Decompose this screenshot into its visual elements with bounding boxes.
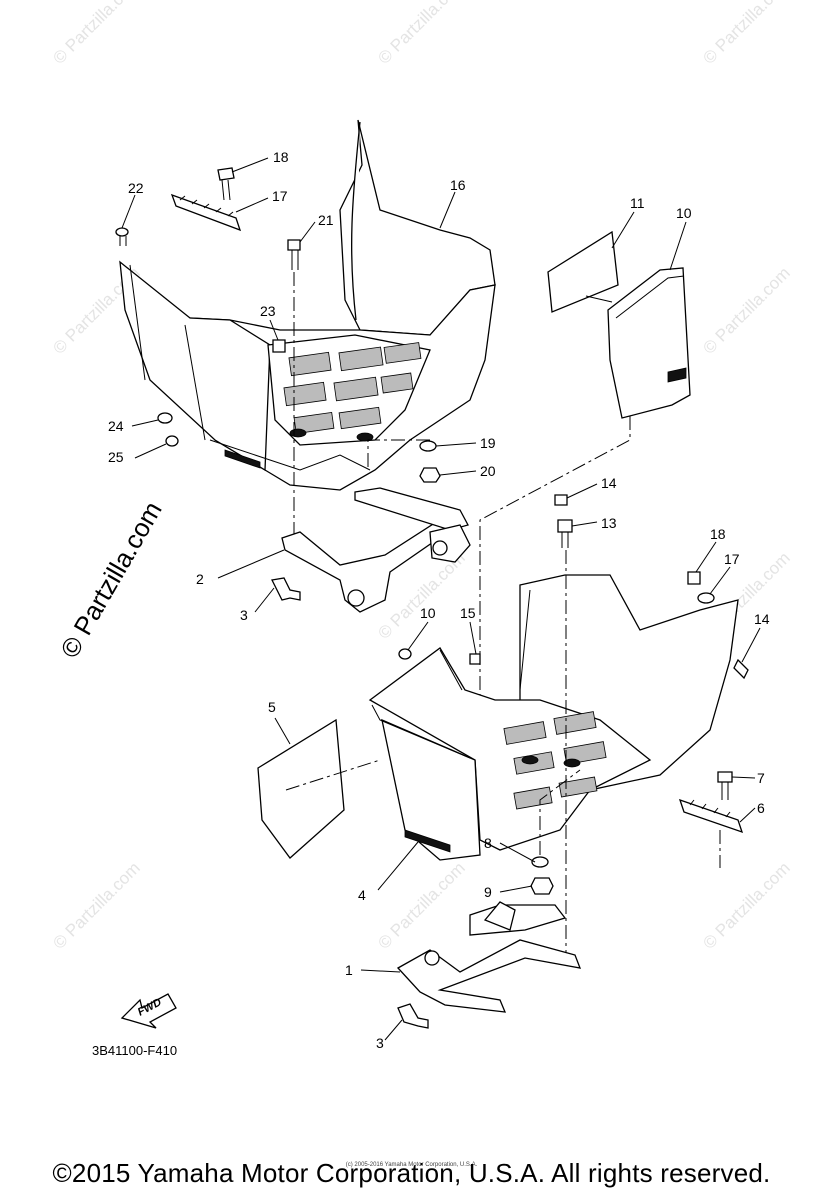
watermark: © Partzilla.com — [699, 263, 793, 357]
lower-bracket-1 — [396, 901, 582, 1029]
callout-23: 21 — [318, 212, 334, 228]
copyright-footer: ©2015 Yamaha Motor Corporation, U.S.A. A… — [52, 1158, 771, 1188]
callout-20: 18 — [273, 149, 289, 165]
decal-sheet-5 — [257, 718, 345, 859]
watermark: © Partzilla.com — [374, 858, 468, 952]
callout-18: 16 — [450, 177, 466, 193]
lower-floor-tread — [503, 711, 607, 810]
callout-4: 4 — [358, 887, 366, 903]
upper-hardware — [115, 167, 441, 545]
callout-7: 7 — [757, 770, 765, 786]
lower-footboard-assembly — [257, 574, 739, 861]
lower-hardware — [398, 494, 749, 965]
callout-14-top: 14 — [601, 475, 617, 491]
callout-3-upper: 3 — [240, 607, 248, 623]
callout-26: 24 — [108, 418, 124, 434]
callout-19: 17 — [272, 188, 288, 204]
callout-13: 13 — [601, 515, 617, 531]
watermark: © Partzilla.com — [49, 0, 143, 68]
callout-10: 10 — [420, 605, 436, 621]
callout-25: 23 — [260, 303, 276, 319]
callout-11: 10 — [676, 205, 692, 221]
small-credit-text: (c) 2005-2016 Yamaha Motor Corporation, … — [345, 1162, 478, 1168]
callout-21: 19 — [480, 435, 496, 451]
callout-9: 9 — [484, 884, 492, 900]
callout-15: 15 — [460, 605, 476, 621]
callout-14-right: 14 — [754, 611, 770, 627]
leader-lines — [121, 157, 761, 1041]
callout-1: 1 — [345, 962, 353, 978]
decal-sheet-12 — [547, 230, 619, 313]
diagram-code: 3B41100-F410 — [92, 1043, 177, 1058]
callout-6: 6 — [757, 800, 765, 816]
watermark-large: © Partzilla.com — [54, 496, 168, 663]
callout-3-lower: 3 — [376, 1035, 384, 1051]
callout-24: 22 — [128, 180, 144, 196]
side-cover-11 — [607, 267, 691, 419]
watermark: © Partzilla.com — [49, 858, 143, 952]
callout-8: 8 — [484, 835, 492, 851]
callout-22: 20 — [480, 463, 496, 479]
callout-27: 25 — [108, 449, 124, 465]
callout-12: 11 — [630, 195, 645, 211]
callout-5: 5 — [268, 699, 276, 715]
callout-16: 17 — [724, 551, 740, 567]
watermark: © Partzilla.com — [699, 858, 793, 952]
watermark: © Partzilla.com — [699, 0, 793, 68]
upper-floor-tread — [283, 342, 422, 442]
callout-labels: 18 17 22 21 16 11 10 23 24 25 19 20 2 3 … — [108, 149, 770, 1051]
callout-2: 2 — [196, 571, 204, 587]
watermark: © Partzilla.com — [374, 0, 468, 68]
upper-bracket-2 — [271, 487, 471, 613]
fwd-arrow-icon: FWD — [120, 993, 177, 1029]
callout-17: 18 — [710, 526, 726, 542]
upper-footboard-assembly — [119, 119, 691, 710]
